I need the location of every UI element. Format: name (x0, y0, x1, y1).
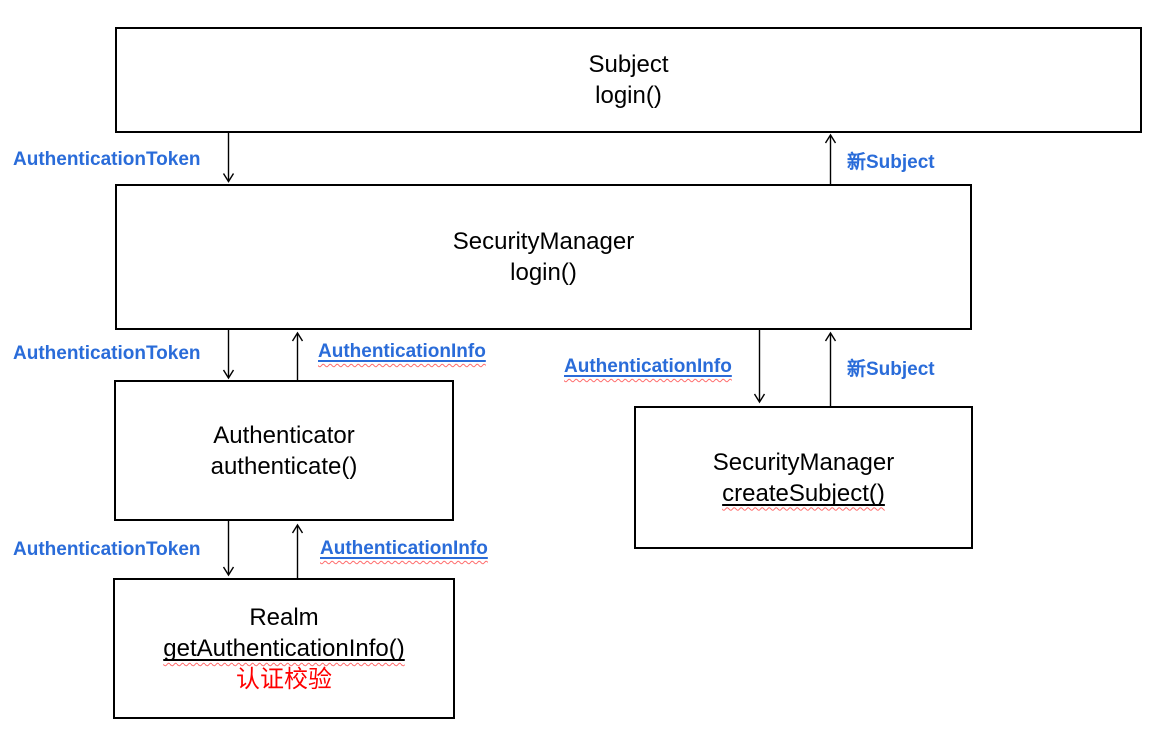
box-securitymanager-createsubject-method: createSubject() (722, 479, 885, 507)
arrow-authenticator-to-securitymanager-login (291, 331, 304, 380)
box-securitymanager-createsubject-title: SecurityManager (712, 448, 895, 476)
box-authenticator-method: authenticate() (210, 452, 358, 480)
arrow-securitymanager-login-to-subject (824, 133, 837, 184)
edge-label-authentication-token-1: AuthenticationToken (13, 149, 201, 170)
box-realm-note: 认证校验 (236, 666, 332, 693)
box-authenticator-title: Authenticator (213, 421, 355, 449)
edge-label-new-subject-2: 新Subject (847, 359, 935, 380)
edge-label-authentication-info-2: AuthenticationInfo (320, 538, 488, 559)
box-subject-method: login() (595, 82, 662, 109)
box-realm-method: getAuthenticationInfo() (163, 635, 405, 662)
edge-label-authentication-token-3: AuthenticationToken (13, 539, 201, 560)
arrow-securitymanager-login-to-authenticator (222, 330, 235, 380)
box-securitymanager-login-method: login() (510, 259, 577, 286)
box-subject: Subject login() (115, 27, 1142, 133)
edge-label-authentication-token-2: AuthenticationToken (13, 343, 201, 364)
arrow-securitymanager-login-to-createsubject (753, 330, 766, 404)
edge-label-authentication-info-right: AuthenticationInfo (564, 356, 732, 377)
box-securitymanager-login: SecurityManager login() (115, 184, 972, 330)
edge-label-new-subject-1: 新Subject (847, 152, 935, 173)
box-realm: Realm getAuthenticationInfo() 认证校验 (113, 578, 455, 719)
box-authenticator: Authenticator authenticate() (114, 380, 454, 521)
edge-label-authentication-info-1: AuthenticationInfo (318, 341, 486, 362)
arrow-realm-to-authenticator (291, 523, 304, 578)
box-securitymanager-login-title: SecurityManager (452, 228, 635, 255)
arrow-subject-to-securitymanager-login (222, 133, 235, 183)
arrow-authenticator-to-realm (222, 521, 235, 577)
box-realm-title: Realm (249, 604, 319, 631)
box-securitymanager-createsubject: SecurityManager createSubject() (634, 406, 973, 549)
box-subject-title: Subject (588, 51, 669, 78)
arrow-createsubject-to-securitymanager-login (824, 331, 837, 406)
